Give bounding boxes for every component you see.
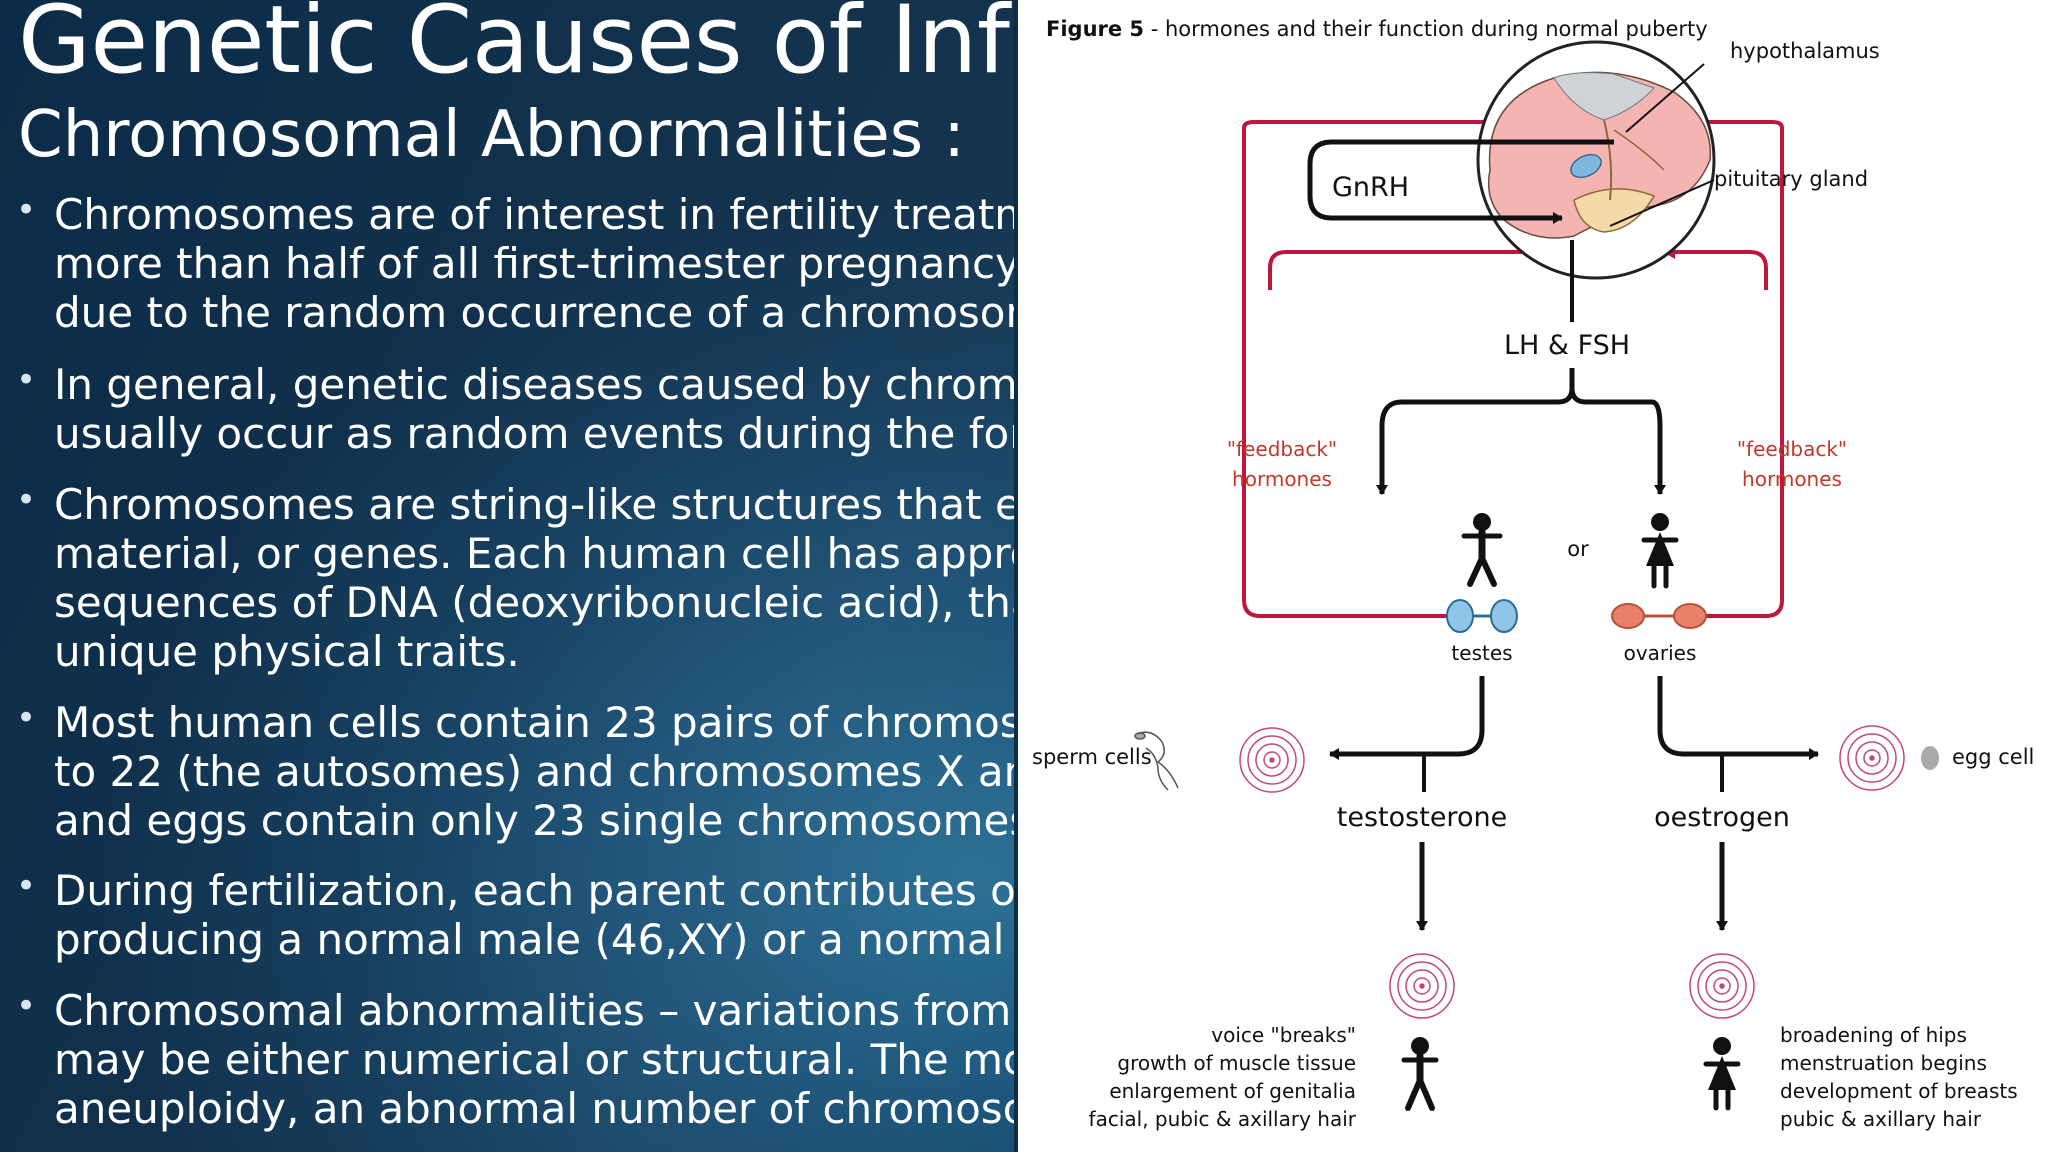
bullet-marker: • xyxy=(16,480,37,520)
bullet-line: During fertilization, each parent contri… xyxy=(54,866,1014,915)
male-effects-list: voice "breaks" growth of muscle tissue e… xyxy=(1089,1023,1357,1131)
bullet-line: aneuploidy, an abnormal number of chromo… xyxy=(54,1084,1014,1133)
lh-fsh-arrow-male xyxy=(1376,368,1575,495)
lh-fsh-arrow-female xyxy=(1569,387,1666,495)
female-effect: development of breasts xyxy=(1780,1079,2018,1103)
hypothalamus-pointer xyxy=(1625,63,1705,133)
bullet-line: usually occur as random events during th… xyxy=(54,409,1014,458)
adult-male-figure-icon xyxy=(1401,1037,1439,1111)
sperm-icon xyxy=(1134,731,1179,791)
male-effect: growth of muscle tissue xyxy=(1117,1051,1356,1075)
male-effect: enlargement of genitalia xyxy=(1109,1079,1356,1103)
bullet-line: and eggs contain only 23 single chromoso… xyxy=(54,796,1014,845)
feedback-loop-right xyxy=(1663,115,1784,618)
brain-illustration xyxy=(1476,40,1716,280)
pituitary-gland-shape xyxy=(1570,153,1602,179)
bullet-line: Chromosomes are string-like structures t… xyxy=(54,480,1014,529)
bullet-marker: • xyxy=(16,698,37,738)
bullet-line: producing a normal male (46,XY) or a nor… xyxy=(54,915,1014,964)
male-effect: facial, pubic & axillary hair xyxy=(1089,1107,1357,1131)
lh-fsh-label: LH & FSH xyxy=(1504,330,1630,361)
text-area: Genetic Causes of Infertility Chromosoma… xyxy=(0,0,1014,1152)
figure-caption: Figure 5 - hormones and their function d… xyxy=(1046,17,1708,41)
egg-cell-label: egg cell xyxy=(1952,745,2034,769)
female-effect: menstruation begins xyxy=(1780,1051,1987,1075)
ovaries-label: ovaries xyxy=(1624,641,1697,665)
or-label: or xyxy=(1567,537,1589,561)
feedback-left-line2: hormones xyxy=(1232,467,1332,491)
target-ring-female-effects xyxy=(1689,953,1755,1019)
sperm-cells-label: sperm cells xyxy=(1032,745,1152,769)
testes-icon xyxy=(1446,599,1518,633)
feedback-left-line1: "feedback" xyxy=(1227,437,1337,461)
figure-caption-label: Figure 5 xyxy=(1046,17,1144,41)
female-effect: pubic & axillary hair xyxy=(1780,1107,1982,1131)
hypothalamus-label: hypothalamus xyxy=(1730,39,1880,63)
bullet-marker: • xyxy=(16,866,37,906)
slide-subtitle: Chromosomal Abnormalities : xyxy=(18,98,965,172)
bullet-line: more than half of all first-trimester pr… xyxy=(54,239,1014,288)
bullet-line: may be either numerical or structural. T… xyxy=(54,1035,1014,1084)
bullet-marker: • xyxy=(16,986,37,1026)
testosterone-to-sperm-arrow xyxy=(1329,676,1485,760)
bullet-line: sequences of DNA (deoxyribonucleic acid)… xyxy=(54,578,1014,627)
bullet-line: due to the random occurrence of a chromo… xyxy=(54,288,1014,337)
female-figure-icon xyxy=(1641,513,1679,589)
pituitary-label: pituitary gland xyxy=(1714,167,1868,191)
bullet-marker: • xyxy=(16,190,37,230)
bullet-line: Chromosomal abnormalities – variations f… xyxy=(54,986,1012,1035)
male-figure-icon xyxy=(1461,513,1503,587)
feedback-right-line1: "feedback" xyxy=(1737,437,1847,461)
oestrogen-label: oestrogen xyxy=(1654,802,1790,833)
pituitary-pointer xyxy=(1609,179,1715,227)
bullet-line: Chromosomes are of interest in fertility… xyxy=(54,190,1014,239)
bullet-line: In general, genetic diseases caused by c… xyxy=(54,360,1014,409)
target-ring-male-effects xyxy=(1389,953,1455,1019)
figure-caption-text: - hormones and their function during nor… xyxy=(1144,17,1708,41)
target-ring-sperm xyxy=(1239,727,1305,793)
female-effect: broadening of hips xyxy=(1780,1023,1967,1047)
male-effect: voice "breaks" xyxy=(1211,1023,1356,1047)
bullet-line: to 22 (the autosomes) and chromosomes X … xyxy=(54,747,1014,796)
ovaries-icon xyxy=(1611,603,1707,629)
adult-female-figure-icon xyxy=(1703,1037,1741,1111)
female-effects-list: broadening of hips menstruation begins d… xyxy=(1780,1023,2018,1131)
bullet-marker: • xyxy=(16,360,37,400)
slide-title: Genetic Causes of Infertility xyxy=(18,0,1014,95)
oestrogen-to-egg-arrow xyxy=(1657,676,1819,760)
gnrh-label: GnRH xyxy=(1332,172,1409,203)
testes-label: testes xyxy=(1451,641,1512,665)
egg-cell-icon xyxy=(1921,746,1939,770)
testosterone-label: testosterone xyxy=(1337,802,1507,833)
puberty-hormone-diagram: Figure 5 - hormones and their function d… xyxy=(1032,17,2034,1131)
target-ring-egg xyxy=(1839,725,1905,791)
bullet-line: material, or genes. Each human cell has … xyxy=(54,529,1014,578)
figure-panel: Figure 5 - hormones and their function d… xyxy=(1014,0,2048,1152)
bullet-line: unique physical traits. xyxy=(54,627,520,676)
gnrh-arrow xyxy=(1307,139,1614,224)
bullet-line: Most human cells contain 23 pairs of chr… xyxy=(54,698,1014,747)
feedback-right-line2: hormones xyxy=(1742,467,1842,491)
feedback-loop-left xyxy=(1242,115,1555,618)
